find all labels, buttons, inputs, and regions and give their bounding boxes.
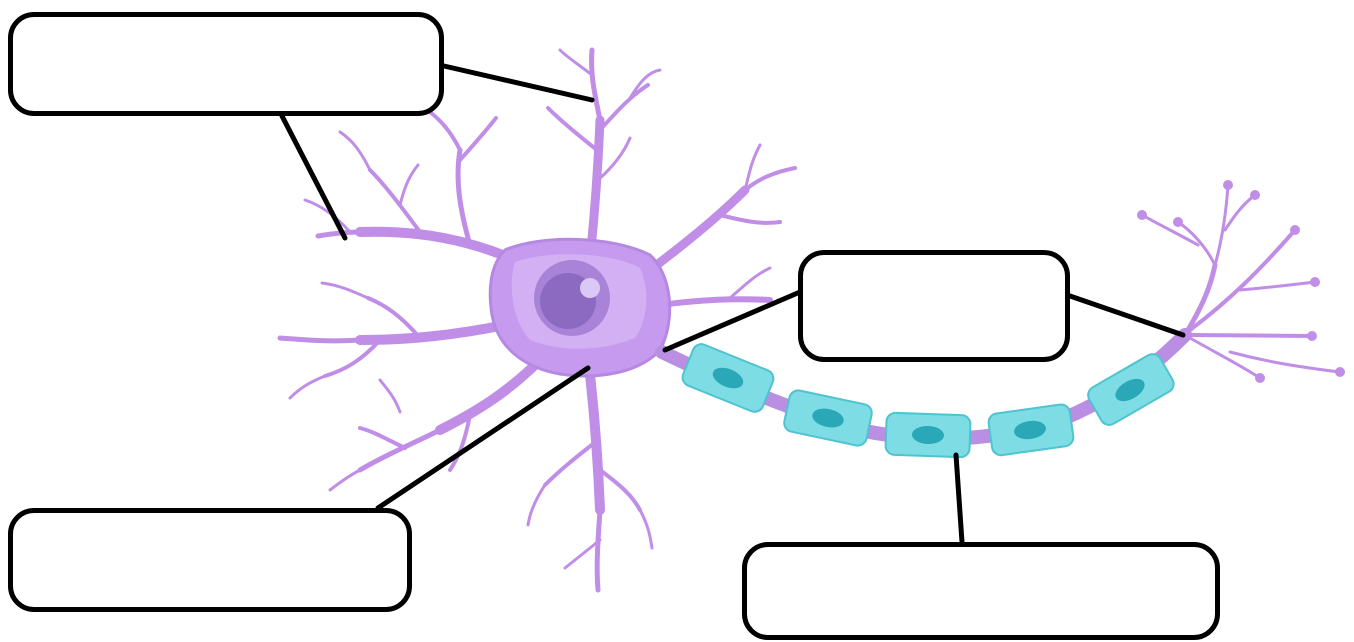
terminal-button	[1173, 217, 1183, 227]
dendrite	[597, 510, 600, 590]
dendrite	[548, 108, 597, 150]
dendrite	[340, 132, 370, 170]
dendrite	[660, 299, 770, 305]
terminal-button	[1255, 373, 1265, 383]
dendrite	[460, 118, 496, 160]
dendrite	[560, 50, 592, 75]
terminal-button	[1137, 210, 1147, 220]
dendrite	[360, 325, 505, 340]
dendrite	[290, 376, 325, 398]
dendrite	[565, 540, 600, 568]
dendrite	[430, 112, 460, 150]
dendrite	[650, 190, 745, 270]
leader-line-dendrite-top	[444, 66, 592, 100]
dendrite	[440, 360, 540, 430]
leader-line-dendrite-left	[282, 116, 345, 238]
dendrite	[360, 428, 405, 448]
terminal-button	[1307, 331, 1317, 341]
dendrite	[280, 338, 360, 341]
leader-line-myelin	[956, 455, 962, 542]
dendrite	[600, 470, 640, 510]
dendrite	[325, 340, 380, 376]
leader-line-terminal	[1070, 296, 1183, 335]
dendrite	[368, 298, 420, 338]
dendrite	[600, 85, 648, 130]
label-box-bottom-left[interactable]	[8, 508, 412, 612]
dendrite	[360, 430, 440, 470]
dendrite	[640, 510, 652, 548]
terminal-button	[1335, 367, 1345, 377]
dendrite	[330, 470, 360, 490]
terminal-branch	[1225, 195, 1255, 230]
label-box-bottom-right[interactable]	[742, 542, 1220, 640]
dendrite	[318, 232, 360, 236]
terminal-button	[1223, 180, 1233, 190]
terminal-button	[1290, 225, 1300, 235]
terminal-button	[1310, 277, 1320, 287]
nucleus-shine	[580, 278, 600, 298]
dendrite	[380, 380, 400, 412]
dendrite	[745, 168, 795, 190]
leader-line-cell-body	[378, 368, 588, 508]
label-box-middle-right[interactable]	[798, 250, 1070, 362]
terminal-button	[1250, 190, 1260, 200]
terminal-branch	[1215, 185, 1228, 265]
dendrite	[322, 283, 368, 298]
dendrite	[545, 440, 598, 485]
label-box-top-left[interactable]	[8, 12, 444, 116]
dendrite	[730, 268, 770, 298]
dendrite	[360, 232, 520, 262]
terminal-branch	[1190, 335, 1312, 336]
terminal-branch	[1190, 230, 1295, 330]
dendrite	[370, 170, 420, 232]
dendrite	[458, 150, 470, 245]
dendrite	[720, 215, 780, 223]
terminal-branch	[1240, 282, 1315, 290]
dendrite	[400, 165, 418, 205]
dendrite	[592, 50, 600, 120]
dendrite	[528, 485, 545, 525]
